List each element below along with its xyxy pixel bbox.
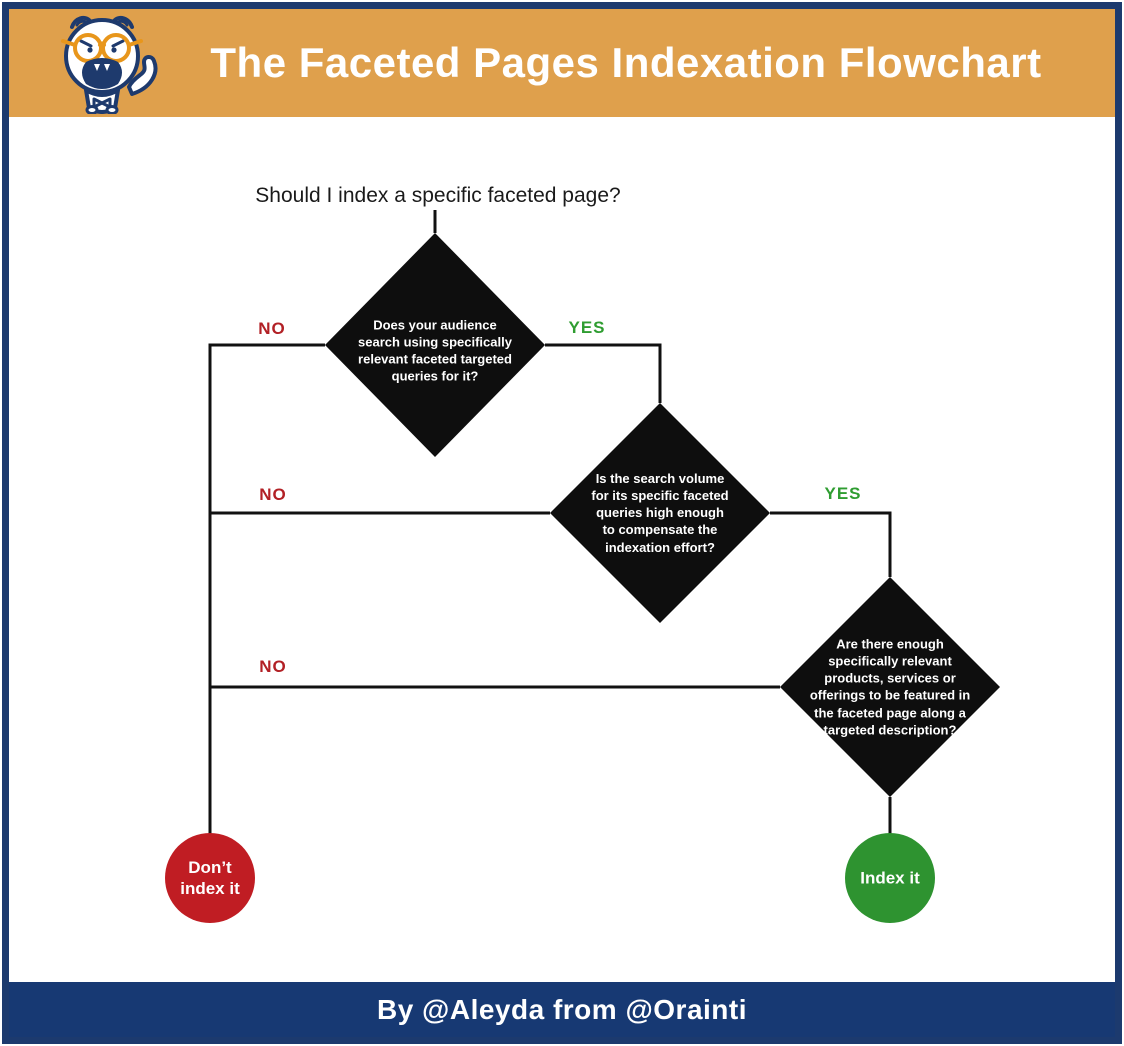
page-title: The Faceted Pages Indexation Flowchart xyxy=(210,39,1042,86)
footer-banner: By @Aleyda from @Orainti xyxy=(9,982,1115,1037)
decision-diamond-3 xyxy=(780,577,1000,797)
connector-no-trunk xyxy=(208,343,325,834)
edge-label-yes-2: YES xyxy=(824,484,862,503)
outcome-circle-index xyxy=(845,833,935,923)
outcome-label-index: Index it xyxy=(860,868,920,888)
decision-text-3: Are there enough specifically relevant p… xyxy=(809,636,971,738)
edge-label-no-1: NO xyxy=(258,319,286,338)
connector-yes2 xyxy=(770,511,892,577)
outcome-circle-dont-index xyxy=(165,833,255,923)
footer-credit: By @Aleyda from @Orainti xyxy=(376,993,747,1025)
decision-text-1: Does your audience search using specific… xyxy=(358,317,512,385)
intro-question: Should I index a specific faceted page? xyxy=(255,184,621,207)
decision-text-2: Is the search volume for its specific fa… xyxy=(591,471,729,555)
connector-yes1 xyxy=(545,343,662,403)
edge-label-yes-1: YES xyxy=(568,318,606,337)
outcome-label-dont-index: Don’t index it xyxy=(180,857,240,898)
orainti-mascot-logo-icon xyxy=(49,12,171,115)
edge-label-no-3: NO xyxy=(259,657,287,676)
decision-diamond-2 xyxy=(550,403,770,623)
header-banner: The Faceted Pages Indexation Flowchart xyxy=(9,9,1115,117)
decision-diamond-1 xyxy=(325,233,545,457)
edge-label-no-2: NO xyxy=(259,485,287,504)
